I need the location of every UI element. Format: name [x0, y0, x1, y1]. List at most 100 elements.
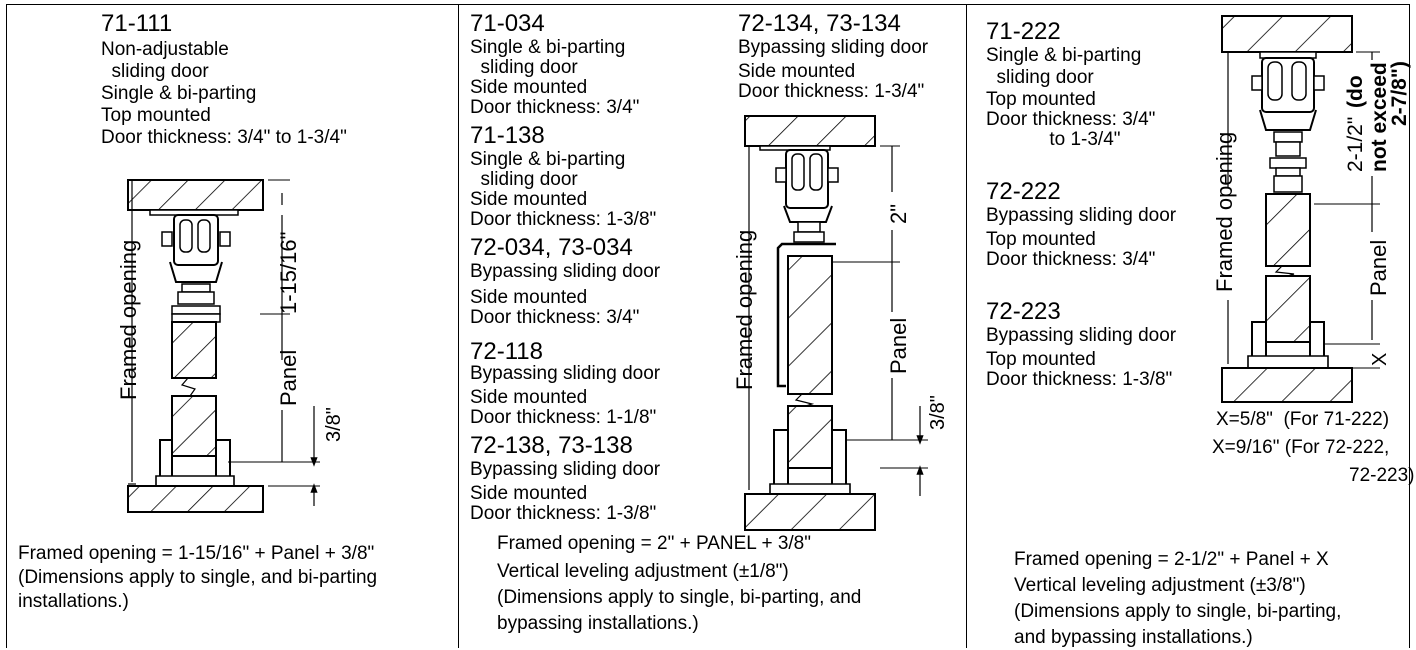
desc-line: Door thickness: 1-3/8": [986, 369, 1173, 390]
outer-frame: [6, 4, 1410, 648]
formula-note: bypassing installations.): [497, 613, 699, 634]
dim-label-bottom: 3/8": [927, 395, 949, 430]
desc-line: Single & bi-parting: [101, 83, 257, 104]
nut: [1273, 175, 1303, 193]
floor-block: [1221, 367, 1353, 403]
model-code: 71-034: [470, 10, 545, 37]
header-block: [744, 115, 876, 147]
break-mark: [180, 377, 196, 397]
door-panel: [171, 395, 217, 457]
nut: [181, 283, 211, 293]
dim-label-panel: Panel: [276, 350, 301, 406]
desc-line: Top mounted: [101, 105, 211, 126]
desc-line: Door thickness: 1-1/8": [470, 407, 657, 428]
model-code: 72-222: [986, 178, 1061, 205]
model-code: 71-222: [986, 18, 1061, 45]
model-code: 71-111: [101, 10, 173, 37]
dim-label-top: 2": [886, 204, 911, 224]
floor-block: [127, 485, 264, 513]
divider-right: [966, 4, 967, 648]
x-value: 72-223): [1349, 465, 1415, 486]
door-panel: [1265, 275, 1311, 343]
drawing-side-mounted: Framed opening 2" Panel 3/8": [732, 115, 949, 531]
dim-label-panel: Panel: [1366, 240, 1391, 296]
nut: [177, 291, 215, 305]
axle-cap: [161, 231, 173, 247]
desc-line: Bypassing sliding door: [986, 205, 1177, 226]
formula-note: Framed opening = 1-15/16" + Panel + 3/8": [18, 543, 375, 564]
desc-line: Door thickness: 3/4": [470, 97, 640, 118]
desc-line: sliding door: [986, 67, 1094, 88]
desc-line: sliding door: [101, 61, 209, 82]
door-panel: [787, 255, 833, 395]
desc-line: Bypassing sliding door: [470, 261, 661, 282]
dim-label-opening: Framed opening: [116, 240, 141, 400]
guide-base: [155, 475, 235, 487]
desc-line: Single & bi-parting: [470, 37, 626, 58]
roller-wheel: [197, 219, 211, 253]
header-block: [1221, 15, 1353, 53]
desc-line: Top mounted: [986, 89, 1096, 110]
desc-line: Side mounted: [470, 483, 588, 504]
x-value: X=5/8" (For 71-222): [1216, 409, 1390, 430]
desc-line: Door thickness: 3/4": [470, 307, 640, 328]
desc-line: Non-adjustable: [101, 39, 229, 60]
model-code: 72-138, 73-138: [470, 432, 633, 459]
desc-line: Door thickness: 3/4": [986, 109, 1156, 130]
dim-note: not exceed: [1368, 62, 1391, 172]
desc-line: Bypassing sliding door: [986, 325, 1177, 346]
formula-note: and bypassing installations.): [1014, 627, 1253, 648]
header-block: [127, 179, 264, 211]
model-code: 72-034, 73-034: [470, 234, 633, 261]
roller-wheel: [791, 153, 805, 191]
door-panel: [171, 321, 217, 379]
desc-line: Side mounted: [470, 77, 588, 98]
panel-clip: [171, 305, 221, 315]
nut: [1269, 157, 1307, 169]
formula-note: Vertical leveling adjustment (±1/8"): [497, 561, 789, 582]
dim-label-bottom: 3/8": [323, 407, 345, 442]
desc-line: Side mounted: [470, 189, 588, 210]
desc-line: Bypassing sliding door: [738, 37, 929, 58]
formula-note: installations.): [18, 591, 129, 612]
model-code: 72-223: [986, 298, 1061, 325]
desc-line: Bypassing sliding door: [470, 459, 661, 480]
roller-wheel: [1291, 61, 1307, 101]
dim-label-panel: Panel: [886, 318, 911, 374]
nut: [1275, 141, 1301, 157]
bracket: [169, 261, 223, 283]
model-code: 72-134, 73-134: [738, 10, 901, 37]
floor-guide: [159, 439, 231, 486]
drawing-top-mounted: Framed opening 2-1/2" (do not exceed 2-7…: [1212, 15, 1411, 403]
break-mark: [1274, 265, 1295, 277]
panel-clip: [171, 313, 221, 323]
model-code: 71-138: [470, 122, 545, 149]
nut: [797, 221, 821, 233]
dim-label-top: 2-1/2": [1344, 117, 1367, 172]
door-panel: [787, 405, 833, 469]
desc-line: Top mounted: [986, 229, 1096, 250]
desc-line: Door thickness: 1-3/4": [738, 81, 925, 102]
desc-line: Door thickness: 1-3/8": [470, 503, 657, 524]
divider-left: [458, 4, 459, 648]
dim-label-top: 1-15/16": [276, 232, 301, 314]
door-panel: [1265, 193, 1311, 267]
desc-line: Side mounted: [738, 61, 856, 82]
nut: [793, 231, 825, 243]
desc-line: Single & bi-parting: [470, 149, 626, 170]
dim-label-bottom: X: [1369, 353, 1391, 366]
desc-line: sliding door: [470, 57, 578, 78]
desc-line: Side mounted: [470, 287, 588, 308]
desc-line: Top mounted: [986, 349, 1096, 370]
formula-note: (Dimensions apply to single, and bi-part…: [18, 567, 378, 588]
roller-wheel: [809, 153, 823, 191]
formula-note: Framed opening = 2" + PANEL + 3/8": [497, 533, 811, 554]
formula-note: Framed opening = 2-1/2" + Panel + X: [1014, 549, 1329, 570]
floor-guide: [1251, 321, 1325, 368]
x-value: X=9/16" (For 72-222,: [1212, 437, 1390, 458]
break-mark: [794, 393, 815, 407]
axle-cap: [219, 231, 231, 247]
desc-line: Door thickness: 1-3/8": [470, 209, 657, 230]
floor-block: [744, 493, 876, 531]
